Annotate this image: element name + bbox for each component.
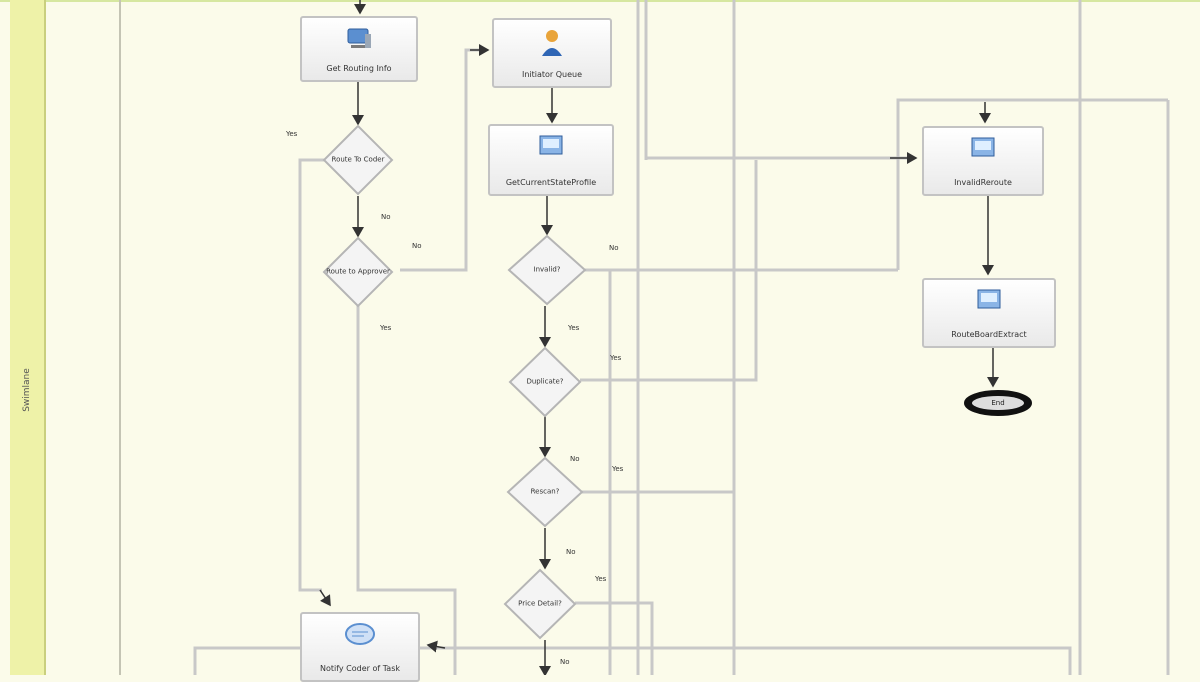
edge-label-yes: Yes <box>612 465 624 473</box>
arrow <box>319 589 331 607</box>
arrow <box>426 640 446 653</box>
connector <box>420 646 1072 675</box>
edge-label-yes: Yes <box>286 130 298 138</box>
node-get-routing-info[interactable]: Get Routing Info <box>300 16 418 82</box>
screen-icon <box>970 136 996 164</box>
node-route-board-extract[interactable]: RouteBoardExtract <box>922 278 1056 348</box>
decision-duplicate <box>508 346 582 418</box>
decision-invalid <box>507 234 587 306</box>
edge-label-no: No <box>412 242 422 250</box>
computer-icon <box>345 26 373 56</box>
decision-route-to-approver <box>322 236 394 308</box>
decision-route-to-approver-label: Route to Approver <box>326 267 390 276</box>
end-node-inner <box>972 396 1024 410</box>
node-initiator-queue[interactable]: Initiator Queue <box>492 18 612 88</box>
edge-label-yes: Yes <box>595 575 607 583</box>
decision-route-to-coder <box>322 124 394 196</box>
decision-price-detail-label: Price Detail? <box>518 599 562 608</box>
node-notify-coder[interactable]: Notify Coder of Task <box>300 612 420 682</box>
end-label: End <box>991 399 1005 407</box>
top-border <box>0 0 1200 2</box>
screen-icon <box>976 288 1002 316</box>
decision-invalid-label: Invalid? <box>533 265 561 274</box>
swimlane-header <box>10 0 46 675</box>
decision-duplicate-label: Duplicate? <box>526 377 564 386</box>
node-invalid-reroute[interactable]: InvalidReroute <box>922 126 1044 196</box>
edge-label-no: No <box>566 548 576 556</box>
person-icon <box>539 28 565 62</box>
message-icon <box>344 622 376 650</box>
decision-price-detail <box>503 568 577 640</box>
connector <box>400 48 482 272</box>
screen-icon <box>538 134 564 162</box>
connector <box>575 601 654 675</box>
connector <box>896 98 1168 270</box>
edge-label-no: No <box>570 455 580 463</box>
connector <box>193 646 300 675</box>
edge-label-yes: Yes <box>568 324 580 332</box>
edge-label-no: No <box>609 244 619 252</box>
edge-label-no: No <box>381 213 391 221</box>
connector <box>356 300 457 675</box>
edge-label-yes: Yes <box>610 354 622 362</box>
decision-rescan-label: Rescan? <box>530 487 560 496</box>
decision-route-to-coder-label: Route To Coder <box>331 155 385 164</box>
node-get-current-state-profile[interactable]: GetCurrentStateProfile <box>488 124 614 196</box>
connector <box>298 158 330 592</box>
edge-label-no: No <box>560 658 570 666</box>
connector <box>580 160 758 382</box>
decision-rescan <box>506 456 584 528</box>
edge-label-yes: Yes <box>380 324 392 332</box>
